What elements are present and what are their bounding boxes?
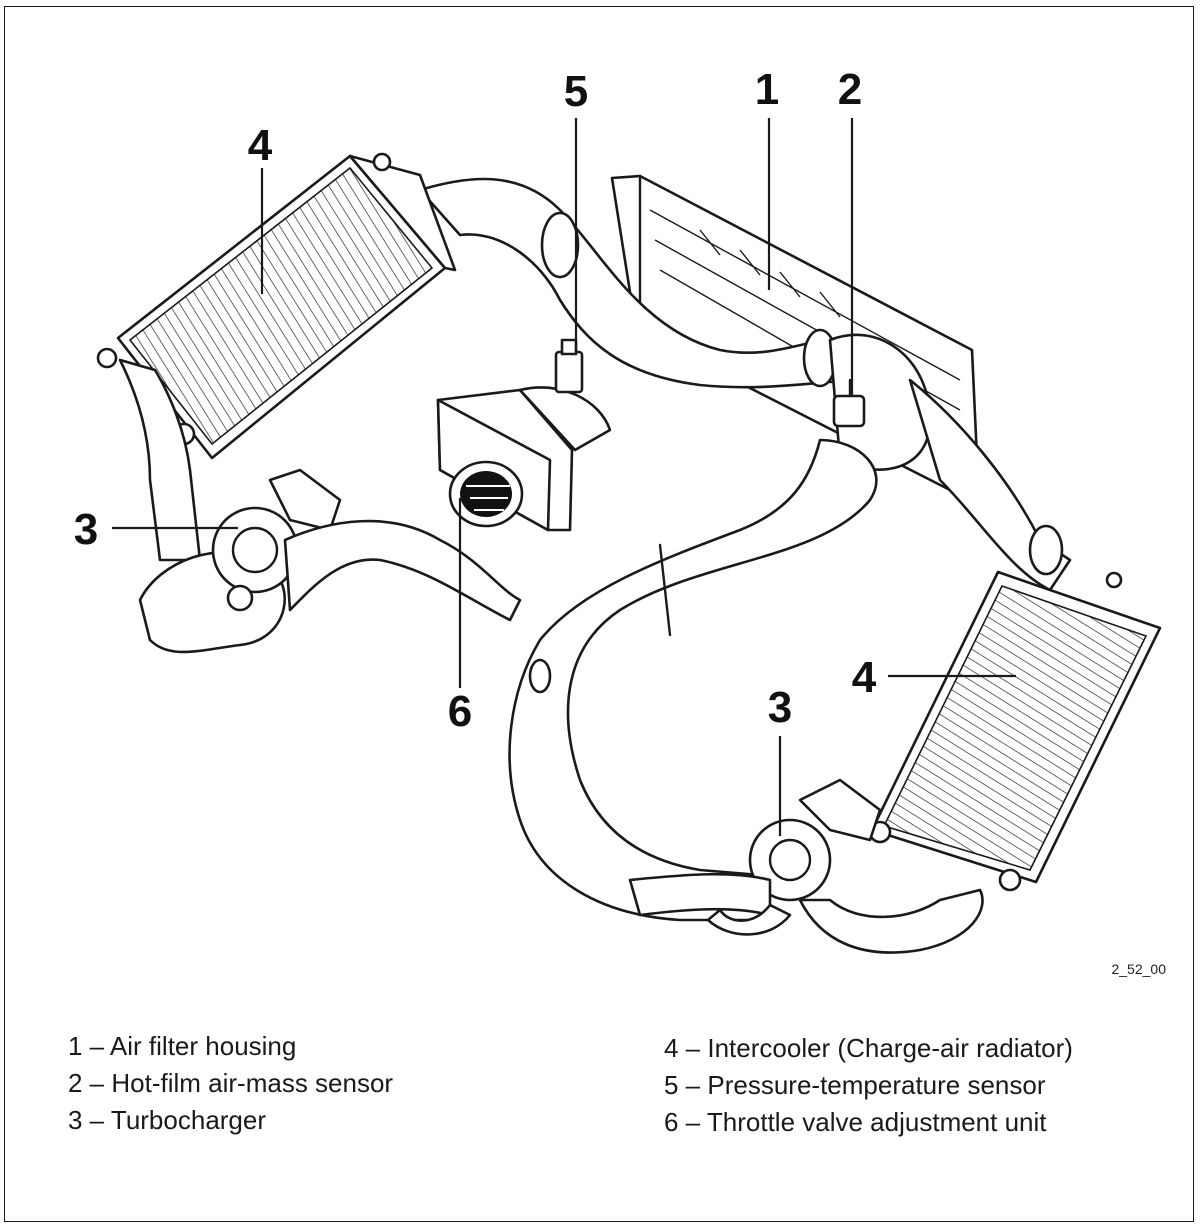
legend-item: 4 – Intercooler (Charge-air radiator) — [664, 1033, 1073, 1063]
legend-right: 4 – Intercooler (Charge-air radiator) 5 … — [664, 1030, 1073, 1141]
legend-item: 2 – Hot-film air-mass sensor — [68, 1068, 394, 1098]
callout-1: 1 — [755, 65, 779, 114]
turbocharger-right — [628, 378, 1072, 954]
callout-5: 5 — [564, 67, 588, 116]
intercooler-left — [96, 152, 457, 460]
callout-2: 2 — [838, 65, 862, 114]
intercooler-right — [868, 570, 1162, 892]
legend-item: 6 – Throttle valve adjustment unit — [664, 1107, 1047, 1137]
callout-4-left: 4 — [248, 121, 273, 170]
legend-item: 1 – Air filter housing — [68, 1031, 297, 1061]
legend-left: 1 – Air filter housing 2 – Hot-film air-… — [68, 1028, 393, 1139]
pressure-temperature-sensor — [554, 338, 584, 394]
callout-6: 6 — [448, 687, 472, 736]
throttle-valve-unit — [436, 386, 612, 532]
callout-4-right: 4 — [852, 653, 877, 702]
turbocharger-left — [118, 358, 522, 654]
legend-item: 3 – Turbocharger — [68, 1105, 267, 1135]
figure-code: 2_52_00 — [1111, 961, 1166, 977]
leader-lines — [112, 118, 1016, 836]
legend-item: 5 – Pressure-temperature sensor — [664, 1070, 1046, 1100]
callout-3-right: 3 — [768, 683, 792, 732]
callout-3-left: 3 — [74, 505, 98, 554]
